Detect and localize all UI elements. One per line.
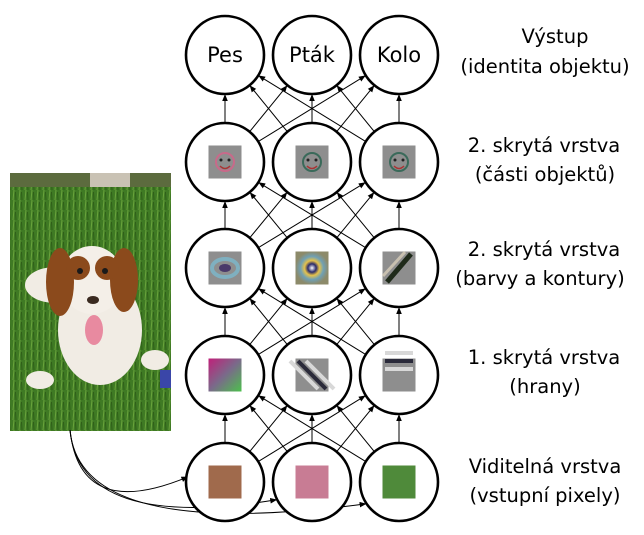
output-label-1: Pták <box>289 43 336 67</box>
node-layer-0-1: Pták <box>271 14 353 96</box>
node-layer-2-1 <box>271 227 353 309</box>
node-layer-4-0 <box>184 441 266 523</box>
dog-photo <box>10 173 171 431</box>
node-layer-4-2 <box>358 441 440 523</box>
layer-3-subtitle: (hrany) <box>509 375 580 398</box>
node-layer-2-2 <box>358 227 440 309</box>
node-layer-1-1 <box>271 121 353 203</box>
node-layer-3-2 <box>358 334 440 416</box>
output-label-2: Kolo <box>377 43 421 67</box>
input-pixel-1 <box>295 465 329 499</box>
feature-thumbnail-3-2 <box>382 351 416 392</box>
node-layer-3-0 <box>184 334 266 416</box>
node-layer-3-1 <box>271 334 353 416</box>
node-layer-4-1 <box>271 441 353 523</box>
feature-thumbnail-2-2 <box>381 250 416 285</box>
feature-thumbnail-1-1 <box>295 145 329 179</box>
output-label-0: Pes <box>207 43 243 67</box>
node-layer-1-2 <box>358 121 440 203</box>
node-layer-0-2: Kolo <box>358 14 440 96</box>
connection-arrow-25 <box>336 191 375 239</box>
connection-arrow-24 <box>258 181 366 249</box>
layer-2-subtitle: (barvy a kontury) <box>455 267 624 290</box>
layer-4-title: Viditelná vrstva <box>469 455 622 478</box>
feature-thumbnail-2-0 <box>208 251 242 285</box>
connection-arrow-12 <box>249 297 288 346</box>
layer-4-subtitle: (vstupní pixely) <box>470 484 621 507</box>
connection-arrow-3 <box>249 404 288 453</box>
input-pixel-2 <box>382 465 416 499</box>
connection-arrow-7 <box>336 404 375 453</box>
connection-arrow-34 <box>336 84 375 133</box>
input-pixel-0 <box>208 465 242 499</box>
connection-arrow-21 <box>249 191 288 239</box>
feature-thumbnail-3-1 <box>288 358 336 392</box>
connection-arrow-30 <box>249 84 288 133</box>
connection-arrow-6 <box>257 395 367 462</box>
feature-thumbnail-1-0 <box>208 145 242 179</box>
layer-2-title: 2. skrytá vrstva <box>468 238 620 261</box>
layer-labels: Výstup (identita objektu) 2. skrytá vrst… <box>455 25 629 507</box>
node-layer-1-0 <box>184 121 266 203</box>
connection-arrow-16 <box>336 297 375 346</box>
connection-arrows <box>69 75 402 514</box>
layer-3-title: 1. skrytá vrstva <box>468 346 620 369</box>
feature-thumbnail-3-0 <box>208 358 242 392</box>
connection-arrow-15 <box>257 288 367 355</box>
layer-1-title: 2. skrytá vrstva <box>468 134 620 157</box>
layer-1-subtitle: (části objektů) <box>475 163 615 186</box>
layer-0-subtitle: (identita objektu) <box>460 55 629 78</box>
layer-0-title: Výstup <box>522 25 589 48</box>
node-layer-2-0 <box>184 227 266 309</box>
node-layer-0-0: Pes <box>184 14 266 96</box>
input-arrow-0 <box>69 429 189 493</box>
feature-thumbnail-2-1 <box>295 251 329 285</box>
network-nodes: Pes Pták Kolo <box>184 14 440 523</box>
connection-arrow-33 <box>257 75 367 142</box>
feature-thumbnail-1-2 <box>382 145 416 179</box>
